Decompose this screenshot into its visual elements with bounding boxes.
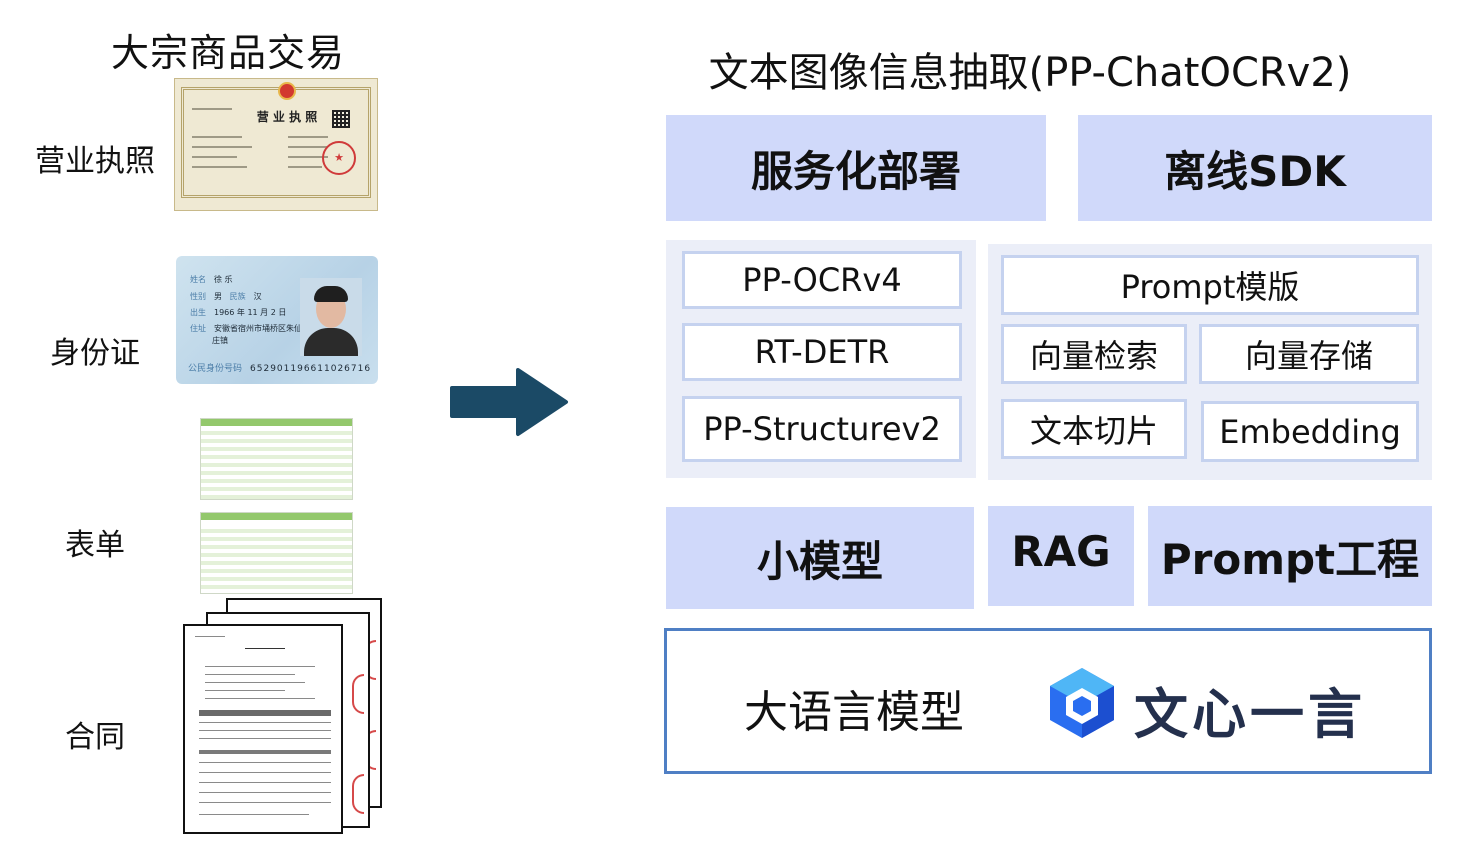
cell-prompt-template: Prompt模版 [1001, 255, 1419, 315]
license-heading: 营 业 执 照 [256, 110, 318, 124]
label-id-card: 身份证 [50, 336, 140, 371]
ernie-bot-brand-text: 文心一言 [1134, 683, 1366, 746]
form-sheet-2 [200, 512, 353, 594]
label-contract: 合同 [65, 720, 125, 755]
box-rag: RAG [988, 506, 1134, 606]
box-offline-sdk: 离线SDK [1078, 115, 1432, 221]
llm-label: 大语言模型 [744, 687, 964, 738]
left-title: 大宗商品交易 [110, 31, 345, 75]
business-license-image: 营 业 执 照 ★ [174, 78, 378, 211]
right-arrow-icon [450, 368, 568, 436]
box-service-deployment: 服务化部署 [666, 115, 1046, 221]
cell-text-chunking: 文本切片 [1001, 399, 1187, 459]
ernie-bot-logo-icon [1050, 668, 1114, 738]
box-small-model: 小模型 [666, 507, 974, 609]
qr-code-icon [332, 110, 350, 128]
portrait-photo [300, 278, 362, 356]
cell-pp-ocrv4: PP-OCRv4 [682, 251, 962, 309]
form-sheet-1 [200, 418, 353, 500]
diagram-title: 文本图像信息抽取(PP-ChatOCRv2) [708, 50, 1352, 96]
cell-rt-detr: RT-DETR [682, 323, 962, 381]
cell-pp-structurev2: PP-Structurev2 [682, 396, 962, 462]
label-form: 表单 [65, 528, 125, 563]
llm-container [664, 628, 1432, 774]
red-seal-icon: ★ [322, 141, 356, 175]
cell-vector-retrieval: 向量检索 [1001, 324, 1187, 384]
contract-page-front [183, 624, 343, 834]
label-business-license: 营业执照 [35, 144, 155, 179]
box-prompt-engineering: Prompt工程 [1148, 506, 1432, 606]
national-emblem-icon [278, 82, 296, 100]
cell-vector-storage: 向量存储 [1199, 324, 1419, 384]
cell-embedding: Embedding [1201, 401, 1419, 462]
